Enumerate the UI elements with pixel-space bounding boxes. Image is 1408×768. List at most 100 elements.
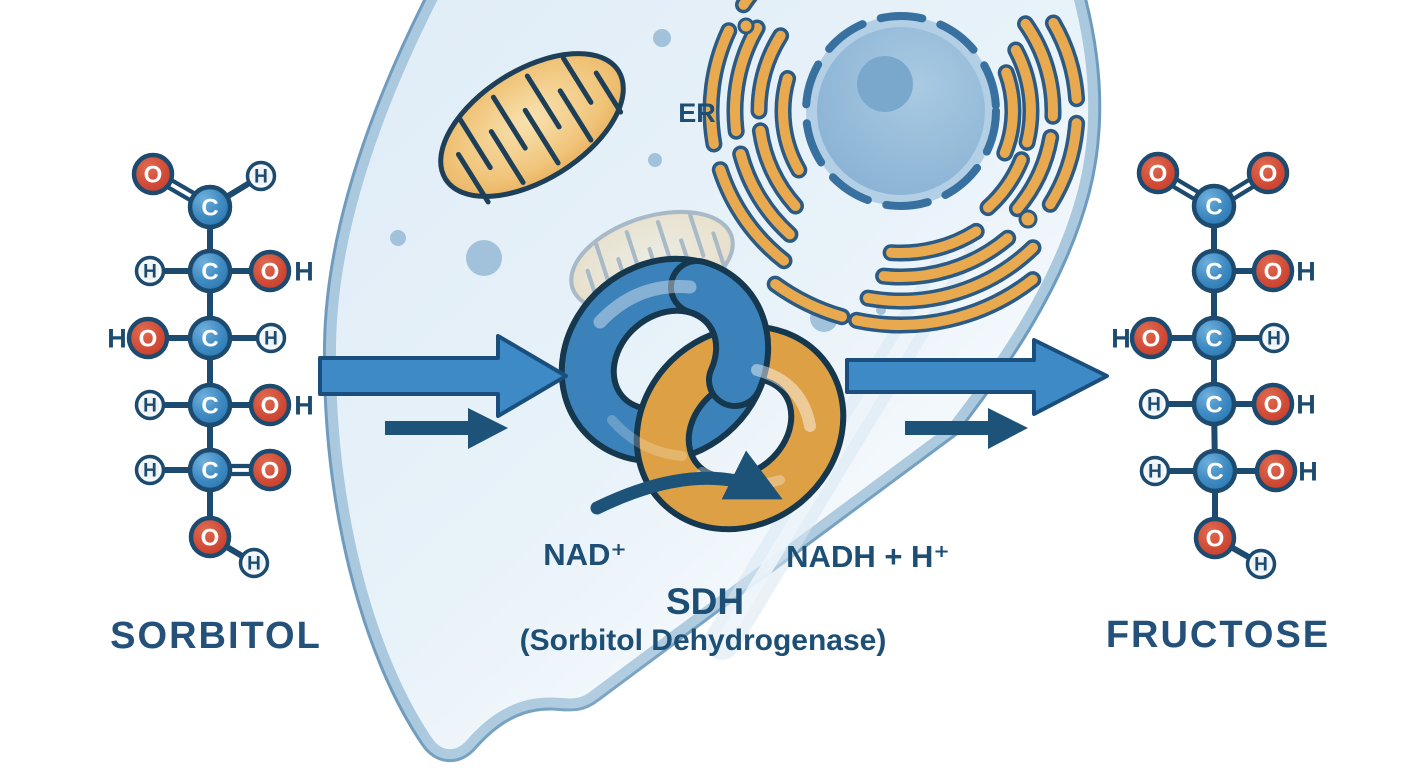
er-cisterna bbox=[715, 164, 789, 266]
atom-inner-ring bbox=[1263, 327, 1285, 349]
atom-inner-ring bbox=[139, 260, 161, 282]
atom-o bbox=[1193, 516, 1237, 560]
atom-label-H: H bbox=[294, 257, 314, 287]
atom-o bbox=[131, 152, 175, 196]
atom-symbol: O bbox=[261, 458, 280, 485]
atom-symbol: C bbox=[201, 393, 218, 420]
atom-o bbox=[1254, 449, 1298, 493]
atom-c bbox=[187, 184, 233, 230]
atom-inner-ring bbox=[1250, 553, 1272, 575]
atom-c bbox=[1192, 448, 1238, 494]
vesicle bbox=[653, 29, 671, 47]
atom-symbol: H bbox=[1267, 329, 1281, 350]
cofactor-out-label: NADH + H⁺ bbox=[786, 539, 950, 574]
atom-symbol: C bbox=[201, 259, 218, 286]
er-cisterna bbox=[1010, 45, 1036, 148]
atom-symbol: O bbox=[201, 525, 220, 552]
atom-symbol: O bbox=[144, 162, 163, 189]
atom-inner-ring bbox=[260, 327, 282, 349]
atom-symbol: O bbox=[1264, 259, 1283, 286]
enzyme-abbr-label: SDH bbox=[666, 581, 744, 622]
atom-symbol: H bbox=[1254, 555, 1268, 576]
er-dots bbox=[737, 17, 1038, 229]
atom-symbol: H bbox=[1147, 395, 1161, 416]
er-cisterna bbox=[1045, 118, 1082, 210]
atom-symbol: H bbox=[254, 167, 268, 188]
atom-inner-ring bbox=[1143, 393, 1165, 415]
atom-symbol: C bbox=[201, 195, 218, 222]
atom-label-H: H bbox=[294, 391, 314, 421]
er-cisterna bbox=[755, 125, 801, 211]
atom-label-H: H bbox=[1296, 390, 1316, 420]
er-cisterna bbox=[999, 67, 1018, 158]
er-cisterna bbox=[1048, 18, 1082, 104]
atom-c bbox=[187, 382, 233, 428]
er-cisterna bbox=[735, 149, 795, 240]
atom-symbol: O bbox=[261, 393, 280, 420]
atom-symbol: C bbox=[1205, 194, 1222, 221]
substrate-arrow bbox=[318, 334, 568, 418]
atom-symbol: C bbox=[1205, 392, 1222, 419]
atom-symbol: H bbox=[1148, 462, 1162, 483]
atom-symbol: O bbox=[1142, 326, 1161, 353]
cofactor-curved-arrow bbox=[590, 450, 783, 515]
atom-symbol: H bbox=[264, 329, 278, 350]
atom-c bbox=[1191, 381, 1237, 427]
er-cisterna bbox=[886, 226, 982, 259]
atom-symbol: C bbox=[1205, 259, 1222, 286]
atom-symbol: H bbox=[143, 461, 157, 482]
atom-o bbox=[1251, 249, 1295, 293]
atom-symbol: O bbox=[1259, 161, 1278, 188]
atom-label-H: H bbox=[1296, 257, 1316, 287]
atom-o bbox=[248, 249, 292, 293]
nucleoplasm bbox=[817, 27, 985, 195]
atom-inner-ring bbox=[243, 552, 265, 574]
atom-o bbox=[1251, 382, 1295, 426]
er-dot bbox=[737, 17, 755, 35]
atom-symbol: O bbox=[1267, 459, 1286, 486]
molecule-name-label: FRUCTOSE bbox=[1106, 614, 1330, 656]
atom-c bbox=[1191, 315, 1237, 361]
er-cisterna bbox=[1020, 18, 1058, 122]
vesicle bbox=[390, 230, 406, 246]
atom-inner-ring bbox=[139, 459, 161, 481]
product-arrow bbox=[845, 338, 1109, 416]
nuclear-envelope bbox=[802, 12, 1000, 210]
atom-c bbox=[1191, 248, 1237, 294]
atom-symbol: O bbox=[261, 259, 280, 286]
atom-symbol: C bbox=[201, 458, 218, 485]
atom-o bbox=[248, 448, 292, 492]
atom-inner-ring bbox=[1144, 460, 1166, 482]
er-cisterna bbox=[863, 242, 1038, 306]
er-label: ER bbox=[678, 98, 716, 128]
er-dot bbox=[1018, 209, 1038, 229]
atom-c bbox=[187, 315, 233, 361]
labels: ER NAD⁺ NADH + H⁺ SDH (Sorbitol Dehydrog… bbox=[520, 98, 950, 657]
er-cisterna bbox=[878, 233, 1013, 282]
er-cisterna bbox=[851, 274, 1038, 330]
atom-symbol: O bbox=[139, 326, 158, 353]
substrate-arrow-small bbox=[385, 408, 508, 449]
atom-o bbox=[1136, 151, 1180, 195]
nucleolus bbox=[857, 56, 913, 112]
er-cisterna bbox=[983, 154, 1027, 213]
atom-inner-ring bbox=[250, 165, 272, 187]
atom-o bbox=[126, 316, 170, 360]
endoplasmic-reticulum-icon bbox=[702, 0, 1086, 334]
atom-symbol: O bbox=[1264, 392, 1283, 419]
vesicle bbox=[648, 153, 662, 167]
atom-symbol: C bbox=[1206, 459, 1223, 486]
vesicle bbox=[466, 240, 502, 276]
enzyme-full-label: (Sorbitol Dehydrogenase) bbox=[520, 624, 887, 657]
er-cisterna bbox=[778, 73, 804, 175]
atom-symbol: H bbox=[143, 262, 157, 283]
molecule-name-label: SORBITOL bbox=[110, 615, 322, 657]
atom-symbol: O bbox=[1206, 526, 1225, 553]
product-arrow-small bbox=[905, 408, 1028, 449]
cofactor-in-label: NAD⁺ bbox=[543, 537, 627, 572]
er-cisterna bbox=[706, 25, 734, 149]
